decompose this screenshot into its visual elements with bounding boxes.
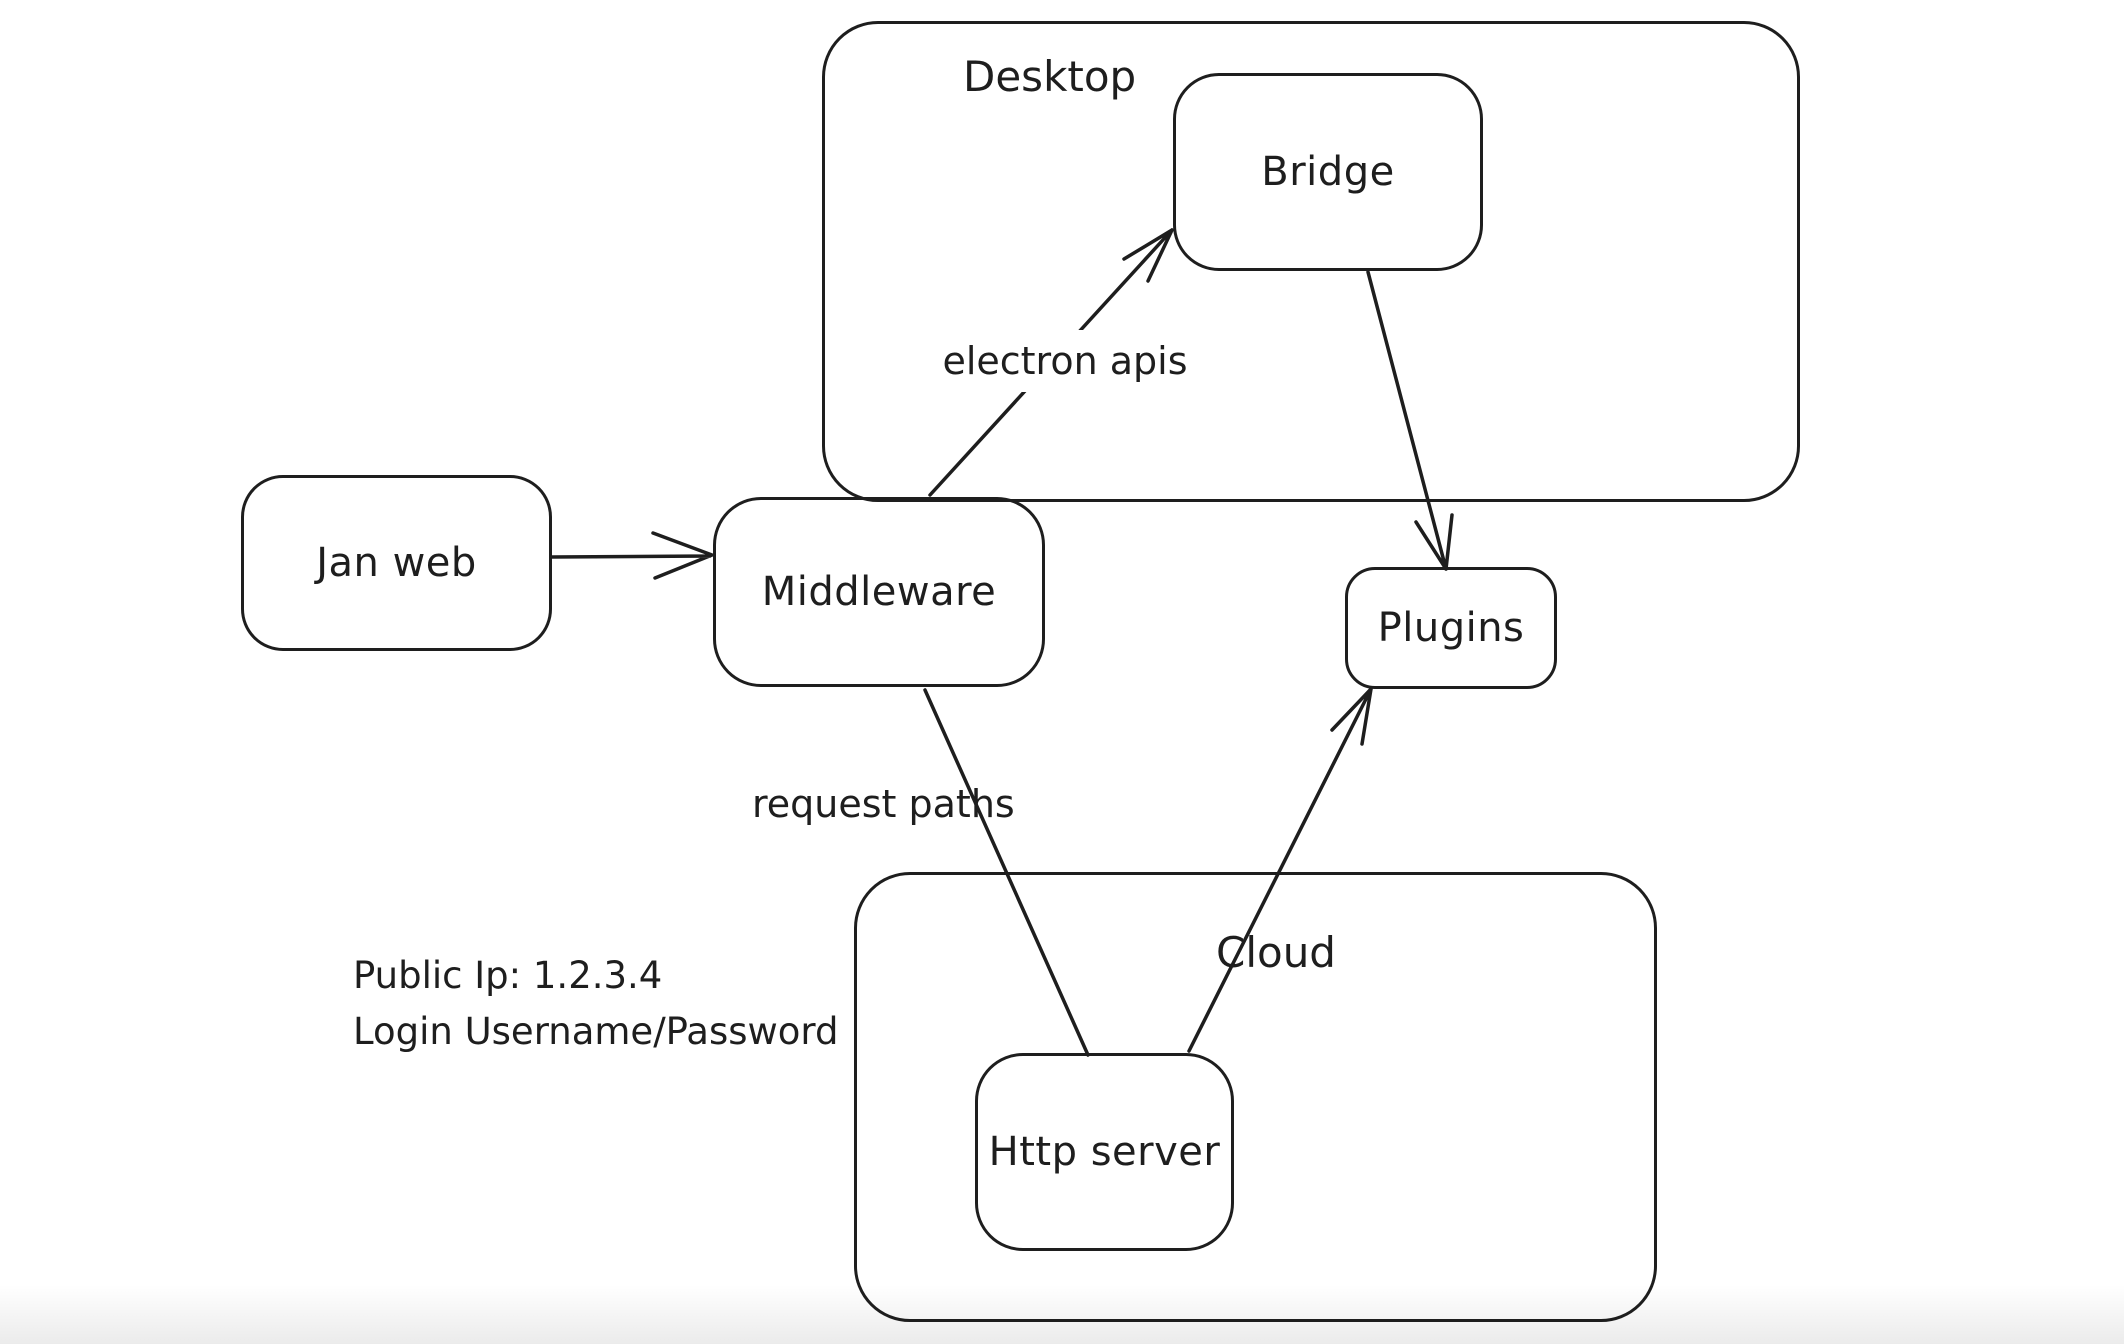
node-plugins[interactable]: Plugins <box>1345 567 1557 689</box>
container-desktop-label: Desktop <box>963 52 1137 101</box>
container-desktop[interactable] <box>822 21 1800 502</box>
node-bridge[interactable]: Bridge <box>1173 73 1483 271</box>
node-middleware[interactable]: Middleware <box>713 497 1045 687</box>
node-jan-web-label: Jan web <box>316 540 477 586</box>
node-http-server[interactable]: Http server <box>975 1053 1234 1251</box>
container-cloud-label: Cloud <box>1216 928 1336 977</box>
edge-label-request-paths[interactable]: request paths <box>752 782 1015 826</box>
node-plugins-label: Plugins <box>1377 605 1525 651</box>
annotation-text[interactable]: Public Ip: 1.2.3.4 Login Username/Passwo… <box>353 948 838 1060</box>
node-middleware-label: Middleware <box>761 569 997 615</box>
node-http-server-label: Http server <box>988 1129 1221 1175</box>
annotation-line-public-ip: Public Ip: 1.2.3.4 <box>353 954 663 997</box>
node-jan-web[interactable]: Jan web <box>241 475 552 651</box>
annotation-line-login: Login Username/Password <box>353 1010 839 1054</box>
node-bridge-label: Bridge <box>1261 149 1395 195</box>
edge-label-electron-apis[interactable]: electron apis <box>928 330 1202 392</box>
edge-janweb-to-middleware[interactable] <box>550 531 714 580</box>
container-cloud[interactable] <box>854 872 1657 1322</box>
edge-bridge-to-plugins[interactable] <box>1366 270 1454 571</box>
edge-middleware-to-httpserver[interactable] <box>923 688 1090 1057</box>
edge-httpserver-to-plugins[interactable] <box>1187 687 1373 1053</box>
